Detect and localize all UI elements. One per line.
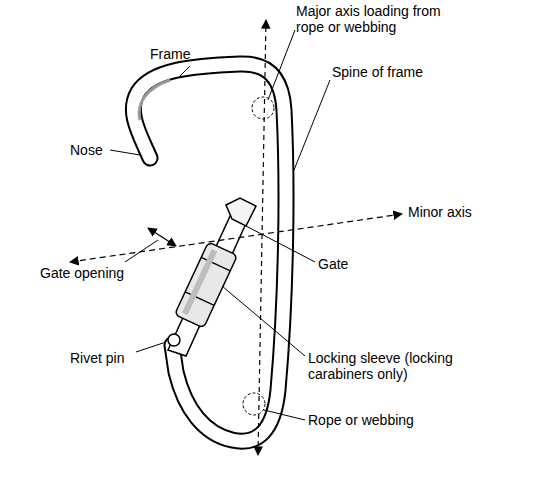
locking-sleeve xyxy=(175,242,238,328)
part-label: Rope or webbing xyxy=(308,412,414,428)
axis-label: Major axis loading from rope or webbing xyxy=(296,3,471,35)
rope-circle-top xyxy=(252,97,274,119)
part-label: Spine of frame xyxy=(332,64,423,80)
part-label: Nose xyxy=(70,142,103,158)
major-axis xyxy=(258,20,266,455)
part-label: Rivet pin xyxy=(70,350,124,366)
gate xyxy=(168,212,248,356)
leader-lines xyxy=(110,30,330,420)
nose-shade xyxy=(139,80,170,120)
part-label: Gate opening xyxy=(40,265,124,281)
part-label: Gate xyxy=(318,256,348,272)
frame-core xyxy=(133,64,286,441)
part-label: Frame xyxy=(150,46,190,62)
rivet-pin xyxy=(168,334,180,346)
axis-label: Minor axis xyxy=(408,204,472,220)
rope-circle-bottom xyxy=(243,393,265,415)
gate-latch xyxy=(226,198,256,226)
frame xyxy=(133,64,286,441)
minor-axis xyxy=(70,214,402,262)
part-label: Locking sleeve (locking carabiners only) xyxy=(308,350,488,382)
